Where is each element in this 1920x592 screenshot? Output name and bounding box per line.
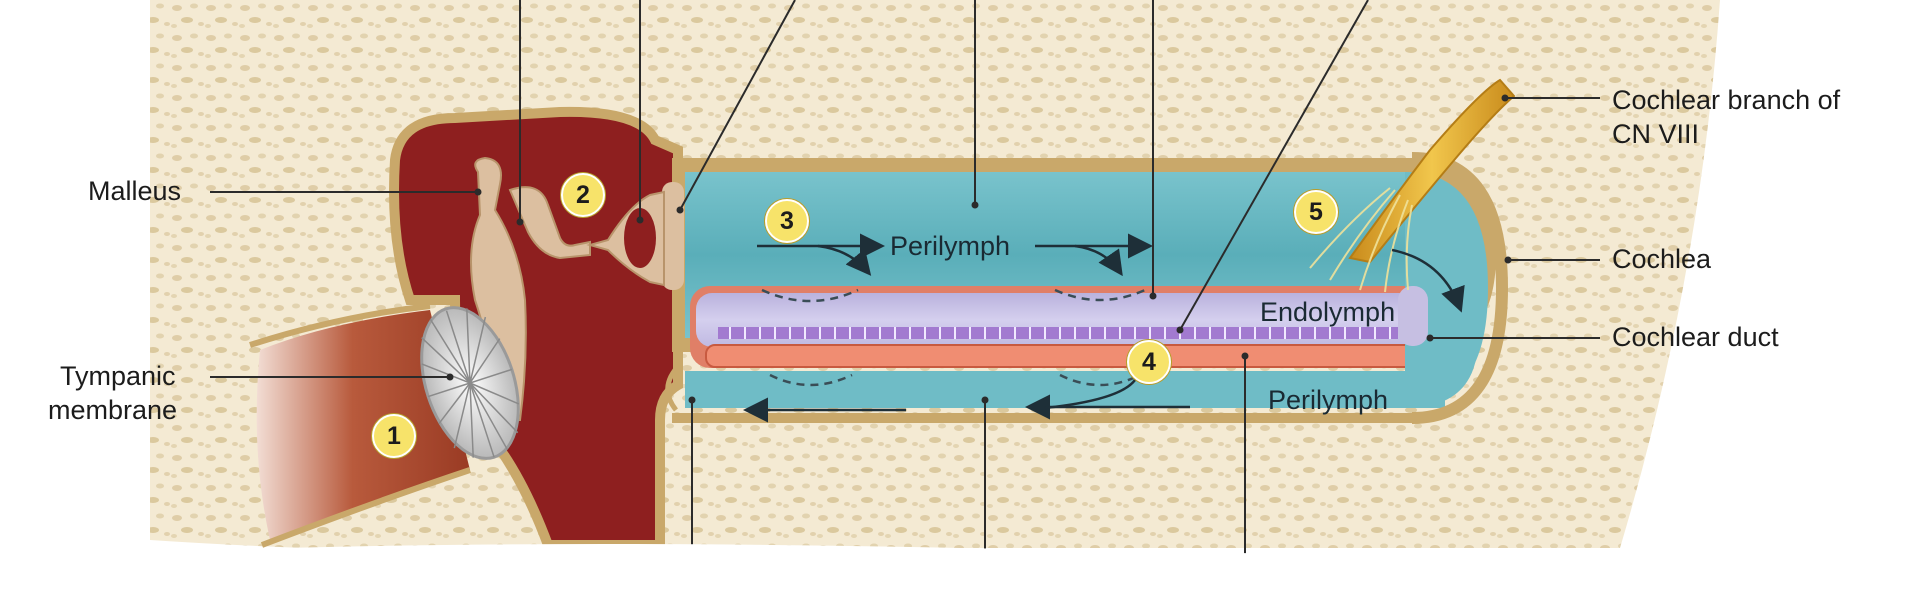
cochlea-shell-apex	[1411, 152, 1509, 424]
leader-dots	[446, 94, 1512, 404]
hair-cell-ticks	[729, 327, 1391, 339]
dashed-waves	[761, 288, 1146, 387]
duct-apex	[1398, 286, 1428, 346]
flow-arrows	[743, 233, 1465, 423]
step-badge-2: 2	[561, 173, 605, 217]
step-badge-3: 3	[765, 199, 809, 243]
oval-window	[662, 182, 684, 290]
label-perilymph-bottom: Perilymph	[1268, 385, 1389, 415]
label-endolymph: Endolymph	[1260, 297, 1396, 327]
step-badge-1: 1	[372, 414, 416, 458]
label-cochlear-branch-line2: CN VIII	[1612, 119, 1700, 149]
round-window	[665, 368, 679, 412]
malleus-bone	[470, 156, 527, 421]
middle-ear-cavity	[389, 106, 683, 550]
label-cochlear-branch-line1: Cochlear branch of	[1612, 85, 1841, 115]
label-cochlea: Cochlea	[1612, 244, 1712, 274]
label-perilymph-top: Perilymph	[890, 231, 1011, 261]
stapes-opening	[624, 208, 656, 268]
label-tympanic-line2: membrane	[48, 395, 178, 425]
label-malleus: Malleus	[88, 176, 182, 206]
step-badge-4: 4	[1127, 340, 1171, 384]
ear-canal	[256, 310, 470, 540]
incus-bone	[508, 186, 591, 260]
nerve-fibers	[1309, 187, 1413, 293]
canal-wall-bottom	[260, 467, 471, 548]
label-tympanic-line1: Tympanic	[60, 361, 176, 391]
hair-cell-row	[718, 327, 1398, 339]
label-cochlear-duct: Cochlear duct	[1612, 322, 1779, 352]
canal-wall-top	[249, 303, 431, 348]
step-badge-5: 5	[1294, 190, 1338, 234]
leader-lines	[210, 0, 1600, 568]
page-fold	[0, 544, 1920, 592]
tympanic-membrane-rays	[421, 308, 520, 458]
basilar-membrane	[705, 344, 1419, 368]
